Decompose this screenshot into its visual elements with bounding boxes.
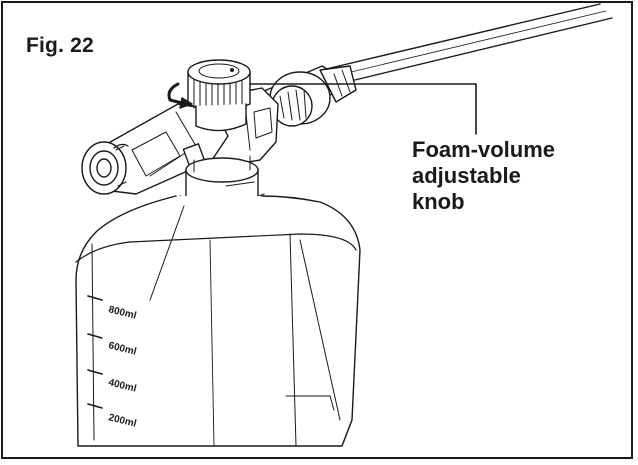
foam-volume-knob	[187, 59, 251, 132]
lance-tube	[321, 3, 613, 87]
knob-callout-label: Foam-volume adjustable knob	[412, 137, 555, 215]
callout-leader-line	[249, 83, 477, 135]
callout-line-2: adjustable	[412, 163, 521, 188]
callout-line-1: Foam-volume	[412, 137, 556, 162]
quick-connect-coupler	[261, 65, 357, 127]
foam-bottle	[75, 195, 361, 447]
bottle-scale-ticks	[87, 295, 103, 409]
figure-title: Fig. 22	[26, 34, 94, 57]
callout-line-3: knob	[412, 189, 465, 214]
rotate-arrow-icon	[167, 82, 193, 109]
